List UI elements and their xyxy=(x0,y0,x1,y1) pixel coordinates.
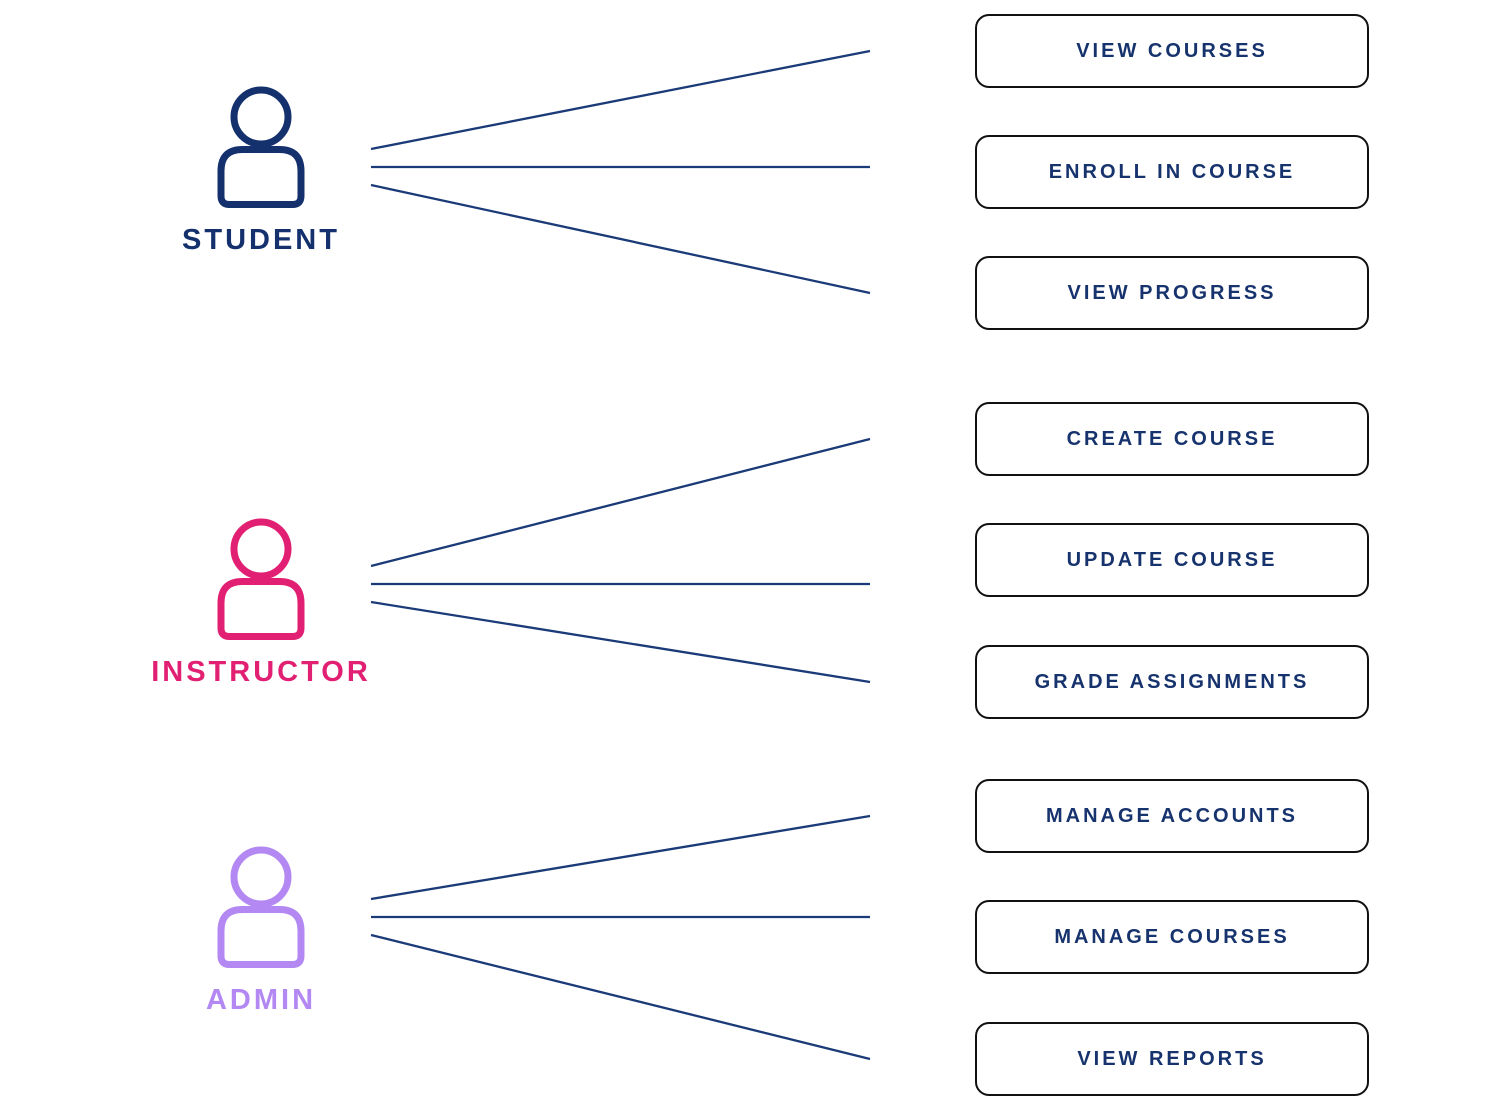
usecase-view-courses: VIEW COURSES xyxy=(975,14,1369,88)
connector-line-instructor-grade-assignments xyxy=(370,600,871,684)
person-icon xyxy=(217,518,305,640)
usecase-view-progress: VIEW PROGRESS xyxy=(975,256,1369,330)
connector-line-admin-manage-accounts xyxy=(370,814,871,901)
actor-student: STUDENT xyxy=(111,86,411,257)
usecase-manage-courses: MANAGE COURSES xyxy=(975,900,1369,974)
usecase-label: CREATE COURSE xyxy=(1066,427,1278,450)
usecase-view-reports: VIEW REPORTS xyxy=(975,1022,1369,1096)
usecase-label: MANAGE COURSES xyxy=(1054,925,1290,948)
usecase-label: VIEW PROGRESS xyxy=(1067,281,1277,304)
usecase-label: VIEW COURSES xyxy=(1076,39,1268,62)
actor-instructor: INSTRUCTOR xyxy=(111,518,411,689)
usecase-label: UPDATE COURSE xyxy=(1066,548,1278,571)
connector-line-admin-view-reports xyxy=(370,933,871,1061)
person-icon xyxy=(217,86,305,208)
usecase-update-course: UPDATE COURSE xyxy=(975,523,1369,597)
actor-label: INSTRUCTOR xyxy=(151,656,371,688)
actor-admin: ADMIN xyxy=(111,846,411,1017)
connector-line-student-view-progress xyxy=(370,183,871,295)
connector-line-instructor-create-course xyxy=(370,437,871,568)
actor-label: ADMIN xyxy=(205,984,317,1016)
usecase-label: GRADE ASSIGNMENTS xyxy=(1034,670,1310,693)
usecase-grade-assignments: GRADE ASSIGNMENTS xyxy=(975,645,1369,719)
usecase-enroll-in-course: ENROLL IN COURSE xyxy=(975,135,1369,209)
usecase-create-course: CREATE COURSE xyxy=(975,402,1369,476)
person-icon xyxy=(217,846,305,968)
usecase-label: VIEW REPORTS xyxy=(1077,1047,1267,1070)
usecase-label: MANAGE ACCOUNTS xyxy=(1045,804,1299,827)
usecase-manage-accounts: MANAGE ACCOUNTS xyxy=(975,779,1369,853)
usecase-label: ENROLL IN COURSE xyxy=(1048,160,1296,183)
actor-label: STUDENT xyxy=(182,224,340,256)
connector-line-student-view-courses xyxy=(370,49,871,151)
